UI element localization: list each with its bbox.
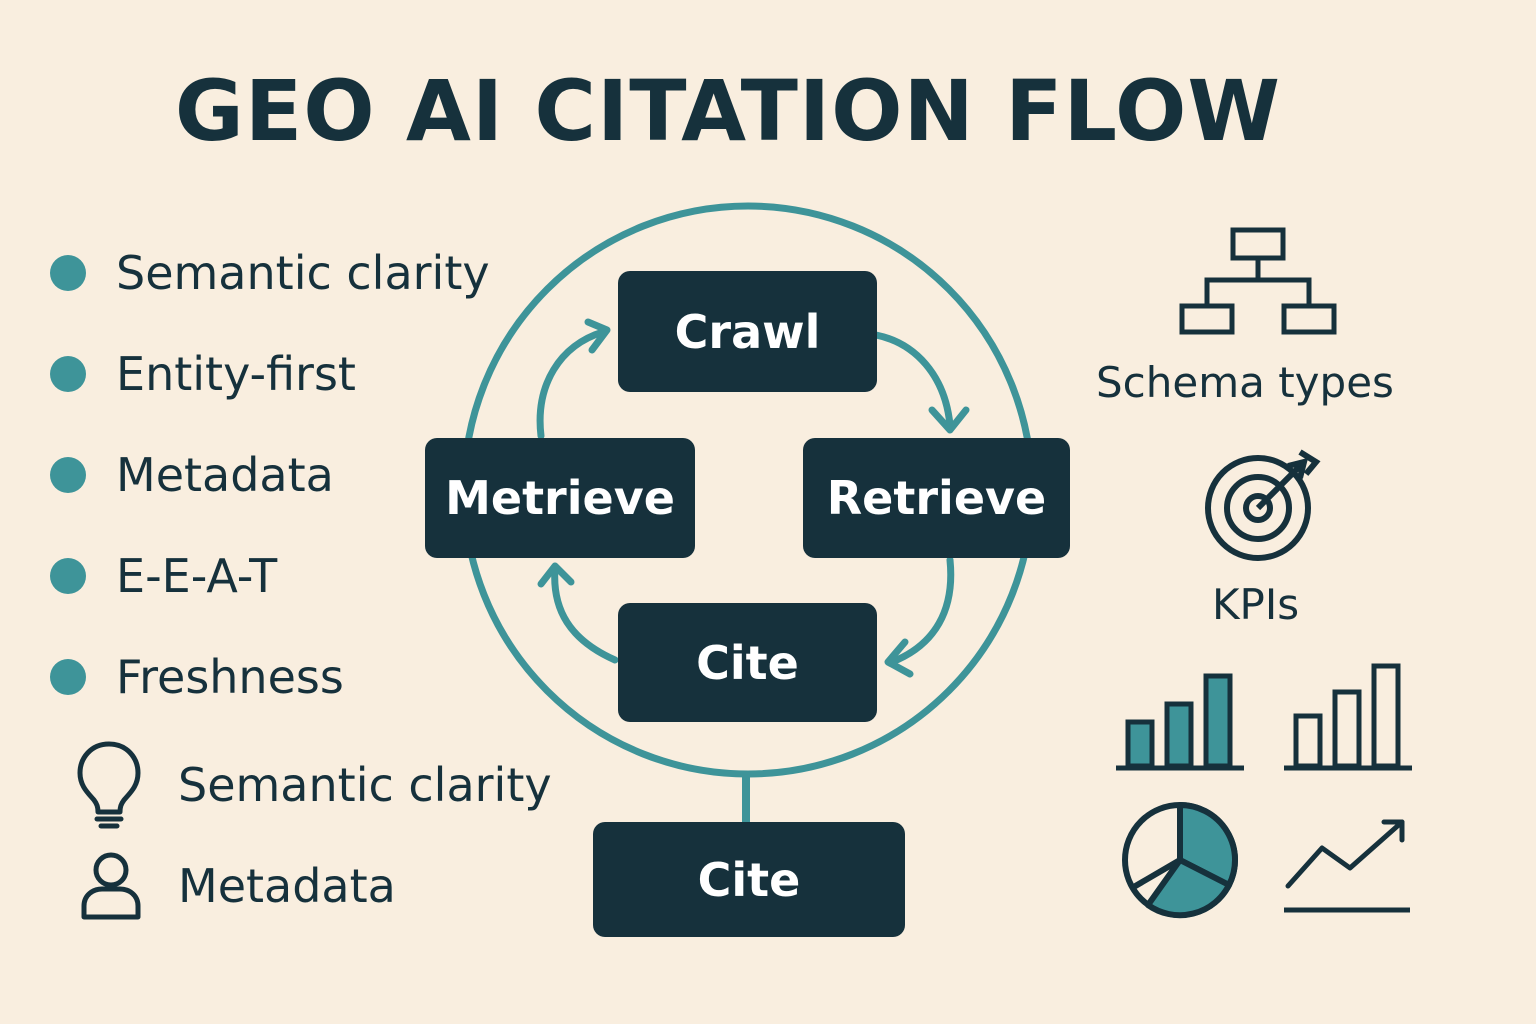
list-item-label: Entity-first: [116, 346, 356, 401]
kpis-label: KPIs: [1212, 580, 1300, 629]
schema-types-label: Schema types: [1096, 358, 1394, 407]
list-item: Entity-first: [50, 323, 490, 424]
step-metrieve: Metrieve: [425, 438, 695, 558]
bar-chart-outline-icon: [1284, 663, 1412, 771]
target-icon: [1205, 449, 1321, 561]
list-item-label: Semantic clarity: [116, 245, 490, 300]
principles-list: Semantic clarity Entity-first Metadata E…: [50, 222, 490, 727]
bullet-dot-icon: [50, 658, 86, 695]
arrow-retrieve-to-cite: [888, 556, 955, 666]
step-cite: Cite: [618, 603, 877, 722]
list-item: E-E-A-T: [50, 525, 490, 626]
list-item: Metadata: [50, 424, 490, 525]
bullet-dot-icon: [50, 456, 86, 493]
arrow-head-icon: [584, 318, 611, 354]
arrow-head-icon: [537, 562, 575, 588]
arrow-cite-to-metrieve: [551, 564, 619, 664]
lightbulb-icon: [77, 741, 141, 829]
list-item: Freshness: [50, 626, 490, 727]
step-retrieve: Retrieve: [803, 438, 1070, 558]
person-icon: [81, 852, 141, 920]
list-item-label: Metadata: [116, 447, 334, 502]
trend-line-icon: [1284, 819, 1410, 913]
arrow-metrieve-to-crawl: [536, 328, 607, 440]
icon-item-semantic-clarity: Semantic clarity: [76, 740, 552, 830]
output-cite: Cite: [593, 822, 905, 937]
list-item-label: E-E-A-T: [116, 548, 278, 603]
page-title: GEO AI CITATION FLOW: [174, 62, 1282, 160]
bar-chart-filled-icon: [1116, 673, 1244, 771]
step-crawl: Crawl: [618, 271, 877, 392]
list-item-label: Freshness: [116, 649, 344, 704]
icon-item-label: Semantic clarity: [178, 758, 552, 812]
bullet-dot-icon: [50, 557, 86, 594]
arrow-head-icon: [928, 406, 970, 434]
sitemap-icon: [1179, 227, 1337, 335]
bullet-dot-icon: [50, 254, 86, 291]
pie-chart-icon: [1122, 802, 1238, 919]
icon-item-label: Metadata: [178, 859, 396, 913]
bullet-dot-icon: [50, 355, 86, 392]
list-item: Semantic clarity: [50, 222, 490, 323]
icon-item-metadata: Metadata: [80, 852, 396, 920]
arrow-head-icon: [884, 638, 914, 678]
arrow-crawl-to-retrieve: [872, 331, 954, 429]
